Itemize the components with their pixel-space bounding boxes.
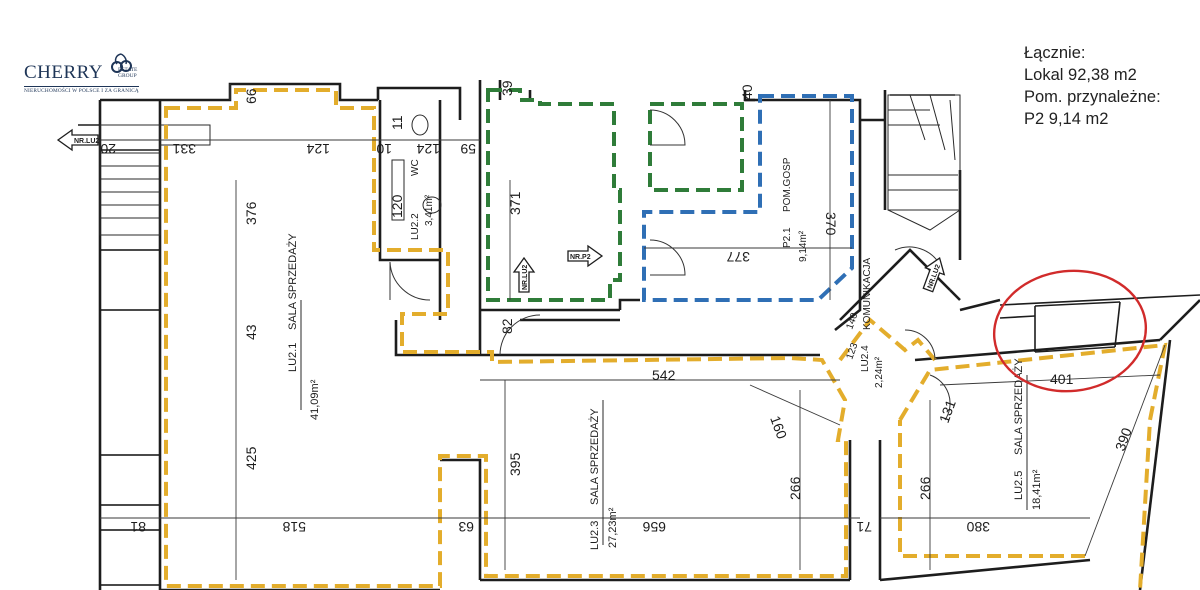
room-lu23: LU2.3 SALA SPRZEDAŻY 27,23m²	[588, 400, 619, 550]
dim-120: 120	[389, 194, 405, 218]
storage-outline	[486, 88, 622, 302]
room-lu24-name: KOMUNIKACJA	[862, 257, 873, 330]
dim-123: 123	[844, 341, 860, 361]
room-lu21-label: LU2.1	[287, 343, 299, 372]
dim-40: 40	[739, 84, 755, 100]
wc-fixtures	[391, 114, 442, 221]
entry-arrow-4: NR.LU2	[922, 256, 946, 293]
room-lu22: LU2.2 WC 3,41m²	[410, 159, 435, 240]
left-stairs	[99, 124, 211, 236]
logo-tagline: NIERUCHOMOŚCI W POLSCE I ZA GRANICĄ	[24, 86, 139, 94]
dim-43: 43	[243, 324, 259, 340]
room-lu24: LU2.4 KOMUNIKACJA 2,24m²	[860, 257, 885, 388]
dim-59: 59	[460, 141, 476, 157]
dim-10: 10	[376, 141, 392, 157]
room-lu21: LU2.1 SALA SPRZEDAŻY 41,09m²	[286, 233, 321, 420]
dim-39: 39	[499, 80, 515, 96]
room-lu24-area: 2,24m²	[874, 356, 885, 388]
dim-377: 377	[726, 249, 750, 265]
dimension-lines	[100, 84, 1166, 580]
dim-656: 656	[642, 519, 666, 535]
room-lu22-name: WC	[410, 159, 421, 176]
dim-395: 395	[507, 452, 523, 476]
entry-arrow-1: NR.LU2	[56, 128, 99, 152]
summary-p2: P2 9,14 m2	[1024, 110, 1109, 128]
room-p21-area: 9,14m²	[798, 230, 809, 262]
dim-71: 71	[856, 519, 872, 535]
dim-331: 331	[172, 141, 196, 157]
dim-11: 11	[389, 115, 405, 130]
dim-401: 401	[1050, 371, 1074, 387]
room-lu21-area: 41,09m²	[309, 379, 321, 420]
svg-text:NR.LU2: NR.LU2	[522, 265, 529, 290]
dim-124a: 124	[306, 141, 330, 157]
dimension-labels: 66 331 20 124 10 11 124 59 39 40 120 376…	[100, 80, 1135, 535]
room-p21: P2.1 POM.GOSP 9,14m²	[782, 157, 809, 262]
room-lu25-name: SALA SPRZEDAŻY	[1012, 358, 1025, 455]
summary-pom-heading: Pom. przynależne:	[1024, 88, 1161, 106]
window-highlight-circle	[992, 269, 1148, 393]
dim-124b: 124	[416, 141, 440, 157]
summary-heading: Łącznie:	[1024, 44, 1086, 62]
room-p21-label: P2.1	[782, 227, 793, 248]
entry-arrow-3: NR.LU2	[512, 256, 536, 293]
walls	[78, 80, 1200, 590]
cherry-icon	[111, 53, 132, 73]
dim-376: 376	[243, 201, 259, 225]
room-lu23-area: 27,23m²	[607, 507, 619, 548]
lokal-outline-corridor	[838, 317, 937, 362]
dim-425: 425	[243, 446, 259, 470]
storage-outline-inner	[648, 102, 744, 192]
area-summary: Łącznie: Lokal 92,38 m2 Pom. przynależne…	[1024, 42, 1196, 130]
dim-81: 81	[130, 519, 146, 535]
room-lu22-area: 3,41m²	[424, 194, 435, 226]
dim-63: 63	[458, 519, 474, 535]
company-logo: CHERRY ESTATE GROUP NIERUCHOMOŚCI W POLS…	[22, 52, 152, 98]
dim-370: 370	[823, 212, 839, 236]
dim-518: 518	[282, 519, 306, 535]
svg-text:NR.P2: NR.P2	[570, 254, 591, 261]
right-stairs	[887, 94, 961, 231]
dim-371: 371	[507, 191, 523, 215]
room-lu25-label: LU2.5	[1013, 471, 1025, 500]
dim-20: 20	[100, 141, 116, 157]
lokal-outline-right	[898, 342, 1168, 590]
logo-wordmark: CHERRY	[24, 62, 104, 83]
dim-390: 390	[1112, 425, 1135, 453]
entry-arrow-2: NR.P2	[567, 244, 604, 268]
room-lu24-label: LU2.4	[860, 345, 871, 372]
room-lu25-area: 18,41m²	[1031, 469, 1043, 510]
dim-266b: 266	[917, 476, 933, 500]
room-lu21-name: SALA SPRZEDAŻY	[286, 233, 299, 330]
lokal-outline	[164, 88, 848, 588]
dim-131: 131	[936, 397, 959, 425]
logo-subtext: ESTATE GROUP	[118, 67, 138, 79]
room-lu23-name: SALA SPRZEDAŻY	[588, 408, 601, 505]
dim-160: 160	[767, 414, 790, 442]
dim-542: 542	[652, 367, 676, 383]
room-p21-name: POM.GOSP	[782, 157, 793, 212]
dim-380: 380	[966, 519, 990, 535]
room-lu22-label: LU2.2	[410, 213, 421, 240]
dim-266a: 266	[787, 476, 803, 500]
dim-82: 82	[499, 318, 515, 334]
summary-lokal: Lokal 92,38 m2	[1024, 66, 1137, 84]
svg-text:NR.LU2: NR.LU2	[74, 138, 99, 145]
dim-66: 66	[243, 88, 259, 104]
room-lu25: LU2.5 SALA SPRZEDAŻY 18,41m²	[1012, 358, 1043, 510]
room-lu23-label: LU2.3	[589, 521, 601, 550]
p2-outline	[642, 94, 854, 302]
